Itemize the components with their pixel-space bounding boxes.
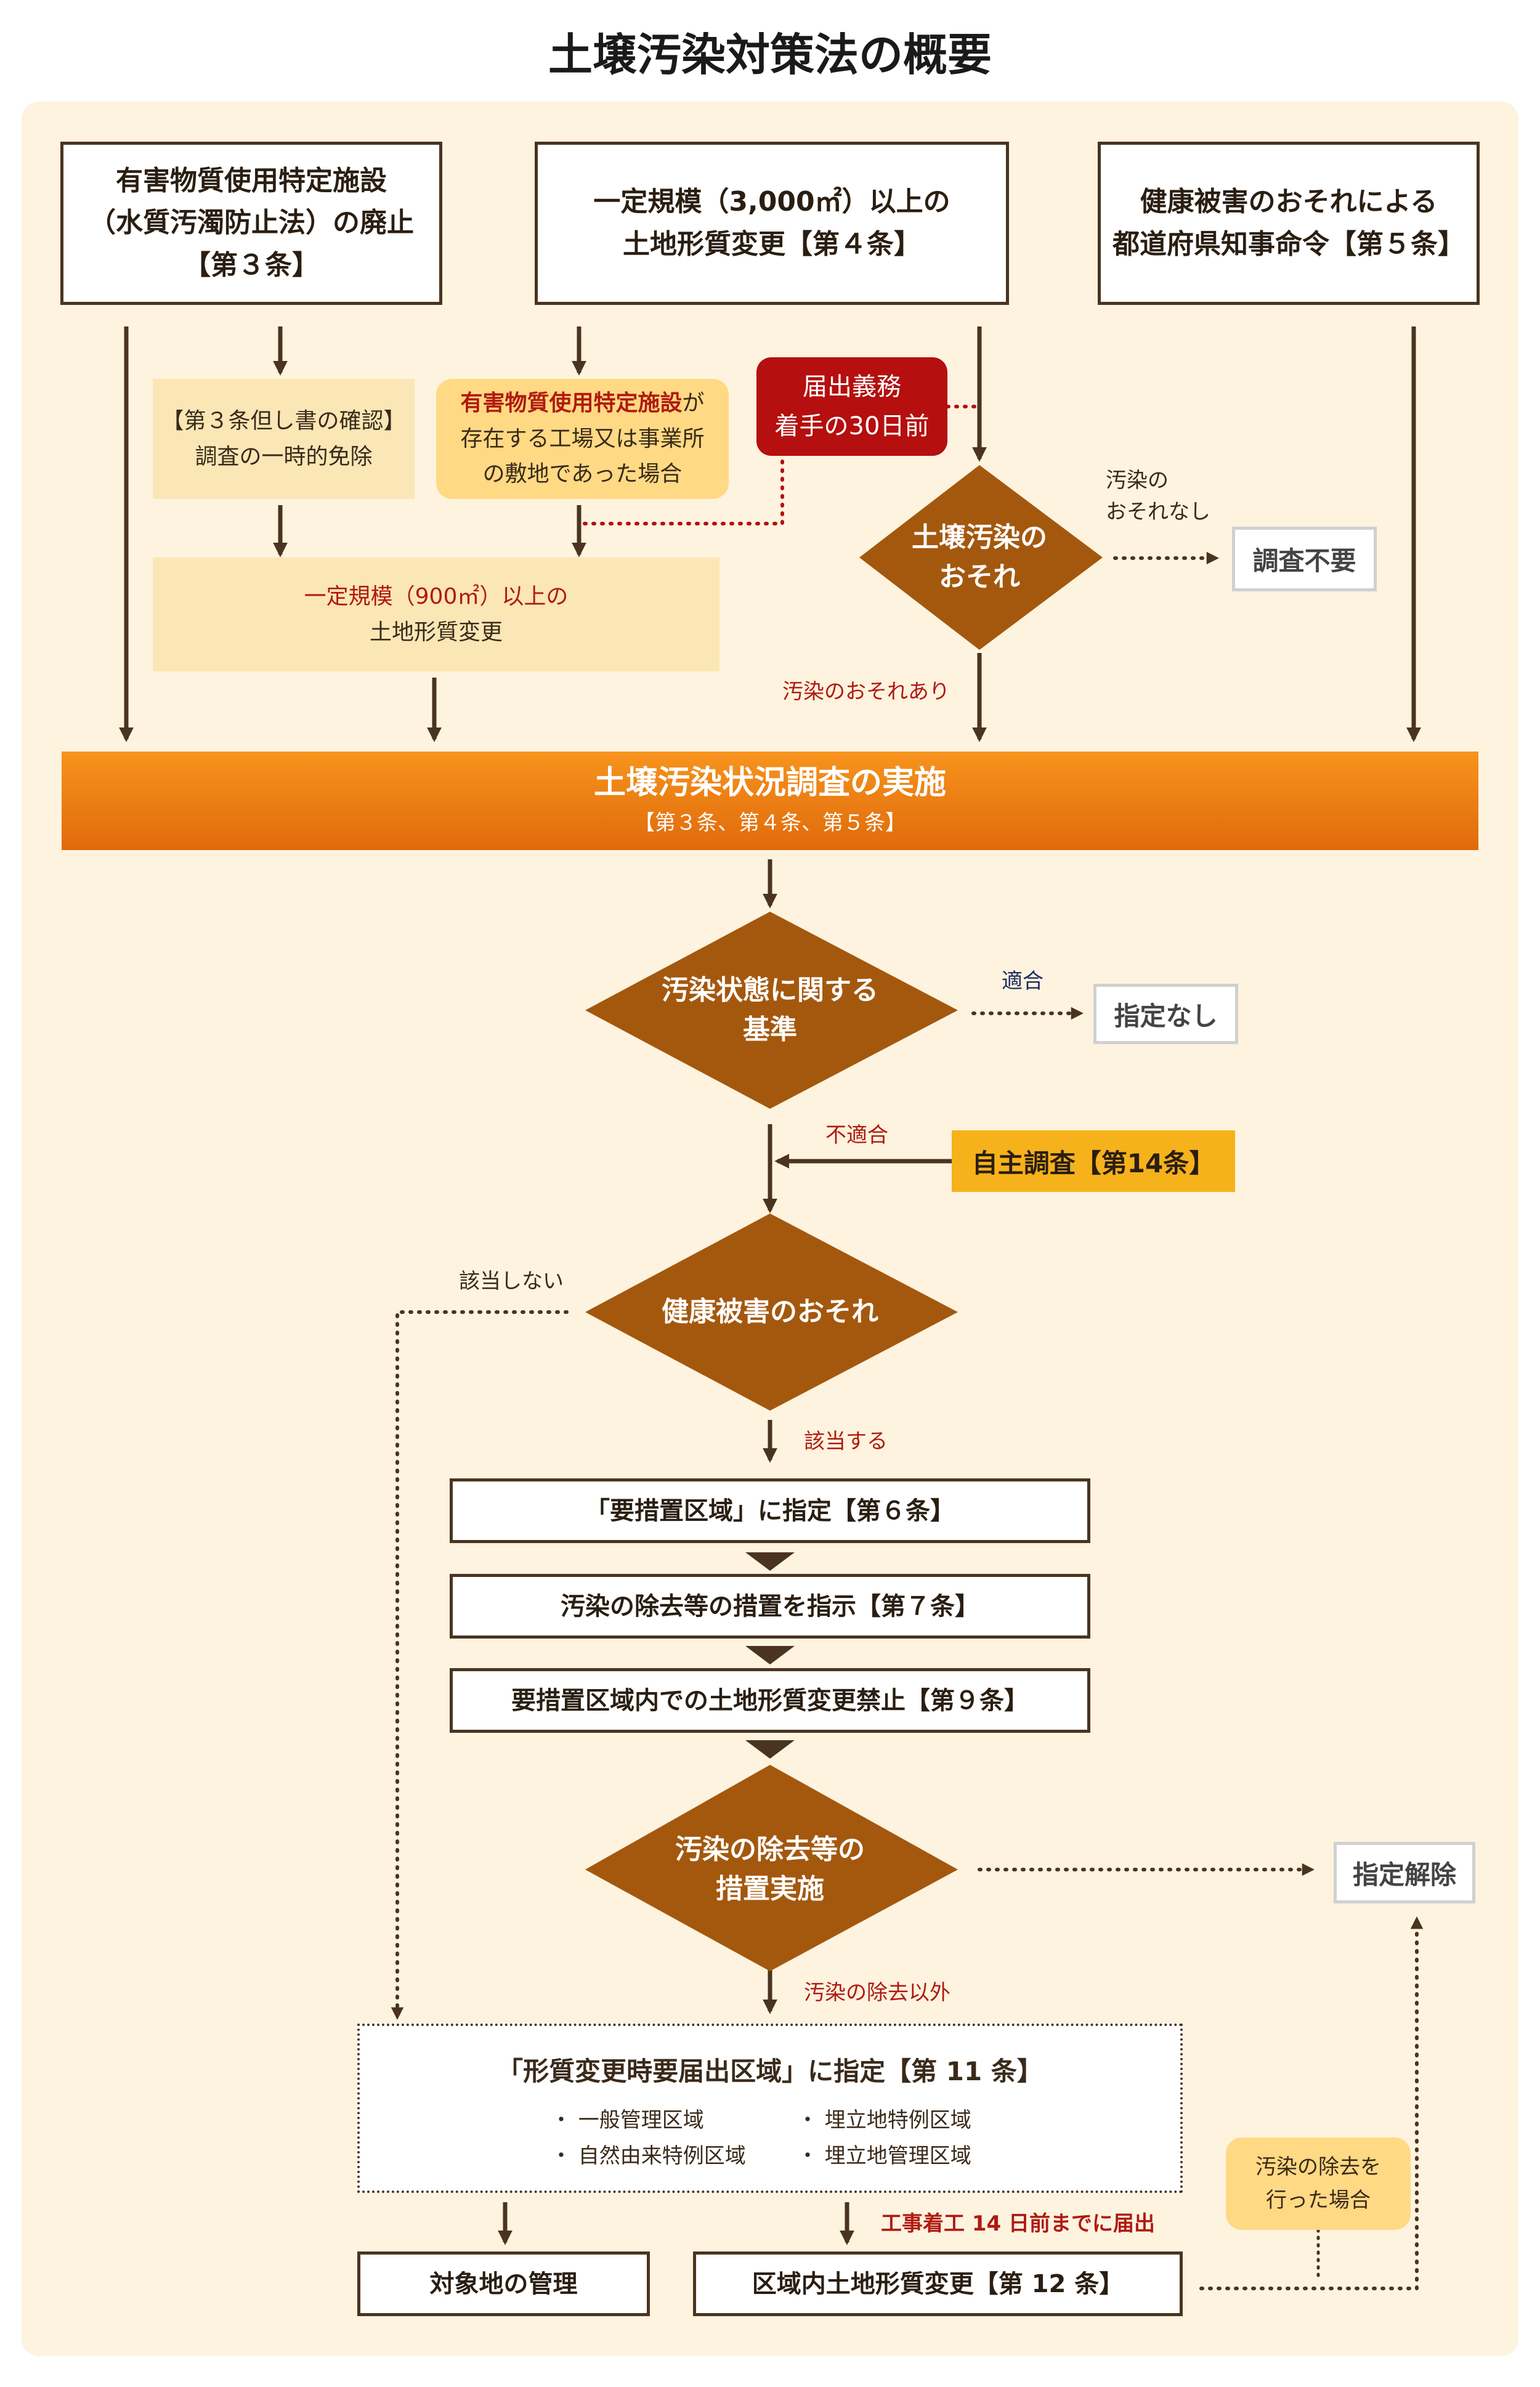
art3-box: 有害物質使用特定施設（水質汚濁防止法）の廃止【第３条】 [60, 142, 442, 305]
risk-yes-label: 汚染のおそれあり [782, 679, 950, 704]
measure-diamond-label: 汚染の除去等の措置実施 [675, 1834, 865, 1905]
removed-case-box: 汚染の除去を行った場合 [1226, 2138, 1411, 2230]
lift-designation-box: 指定解除 [1334, 1842, 1475, 1903]
standard-diamond-label: 汚染状態に関する基準 [662, 975, 878, 1045]
facility-site-box: 有害物質使用特定施設が 存在する工場又は事業所 の敷地であった場合 [436, 379, 729, 499]
survey-bar-title: 土壌汚染状況調査の実施 [593, 764, 946, 801]
measure-diamond-shape [585, 1765, 958, 1971]
other-than-removal-label: 汚染の除去以外 [804, 1980, 950, 2005]
art4-box: 一定規模（3,000㎡）以上の土地形質変更【第４条】 [535, 142, 1009, 305]
risk-diamond-label: 土壌汚染のおそれ [912, 522, 1047, 593]
page-title: 土壌汚染対策法の概要 [548, 29, 992, 81]
notify-area-title: 「形質変更時要届出区域」に指定【第 11 条】 [497, 2056, 1043, 2086]
step-designation-box: 「要措置区域」に指定【第６条】 [450, 1478, 1090, 1543]
notify-area-list-right: ・ 埋立地特例区域・ 埋立地管理区域 [797, 2108, 971, 2168]
art5-box: 健康被害のおそれによる都道府県知事命令【第５条】 [1098, 142, 1480, 305]
standard-diamond-shape [585, 912, 958, 1109]
site-management-box: 対象地の管理 [357, 2251, 650, 2316]
small-change-box: 一定規模（900㎡）以上の土地形質変更 [153, 557, 719, 671]
notice-duty-box: 届出義務着手の30日前 [756, 357, 947, 456]
not-designated-box: 指定なし [1093, 984, 1238, 1044]
health-diamond-label: 健康被害のおそれ [662, 1296, 878, 1328]
survey-bar-sub: 【第３条、第４条、第５条】 [634, 811, 906, 835]
voluntary-survey-box: 自主調査【第14条】 [952, 1130, 1235, 1192]
step-prohibition-box: 要措置区域内での土地形質変更禁止【第９条】 [450, 1668, 1090, 1733]
area-change-box: 区域内土地形質変更【第 12 条】 [693, 2251, 1183, 2316]
no-risk-label: 汚染のおそれなし [1106, 468, 1210, 524]
nonconform-label: 不適合 [825, 1123, 888, 1148]
notice-14-label: 工事着工 14 日前までに届出 [881, 2211, 1155, 2236]
notify-area-box: 「形質変更時要届出区域」に指定【第 11 条】 ・ 一般管理区域・ 自然由来特例… [357, 2024, 1183, 2193]
applicable-label: 該当する [804, 1429, 888, 1454]
not-applicable-label: 該当しない [459, 1269, 564, 1294]
notify-area-list-left: ・ 一般管理区域・ 自然由来特例区域 [551, 2108, 746, 2168]
art3-proviso-box: 【第３条但し書の確認】調査の一時的免除 [153, 379, 415, 499]
health-diamond-shape [585, 1214, 958, 1411]
risk-diamond-shape [859, 465, 1103, 650]
conform-label: 適合 [1002, 969, 1044, 994]
survey-bar-shape [62, 752, 1478, 850]
step-instruction-box: 汚染の除去等の措置を指示【第７条】 [450, 1574, 1090, 1639]
no-survey-box: 調査不要 [1232, 527, 1377, 591]
